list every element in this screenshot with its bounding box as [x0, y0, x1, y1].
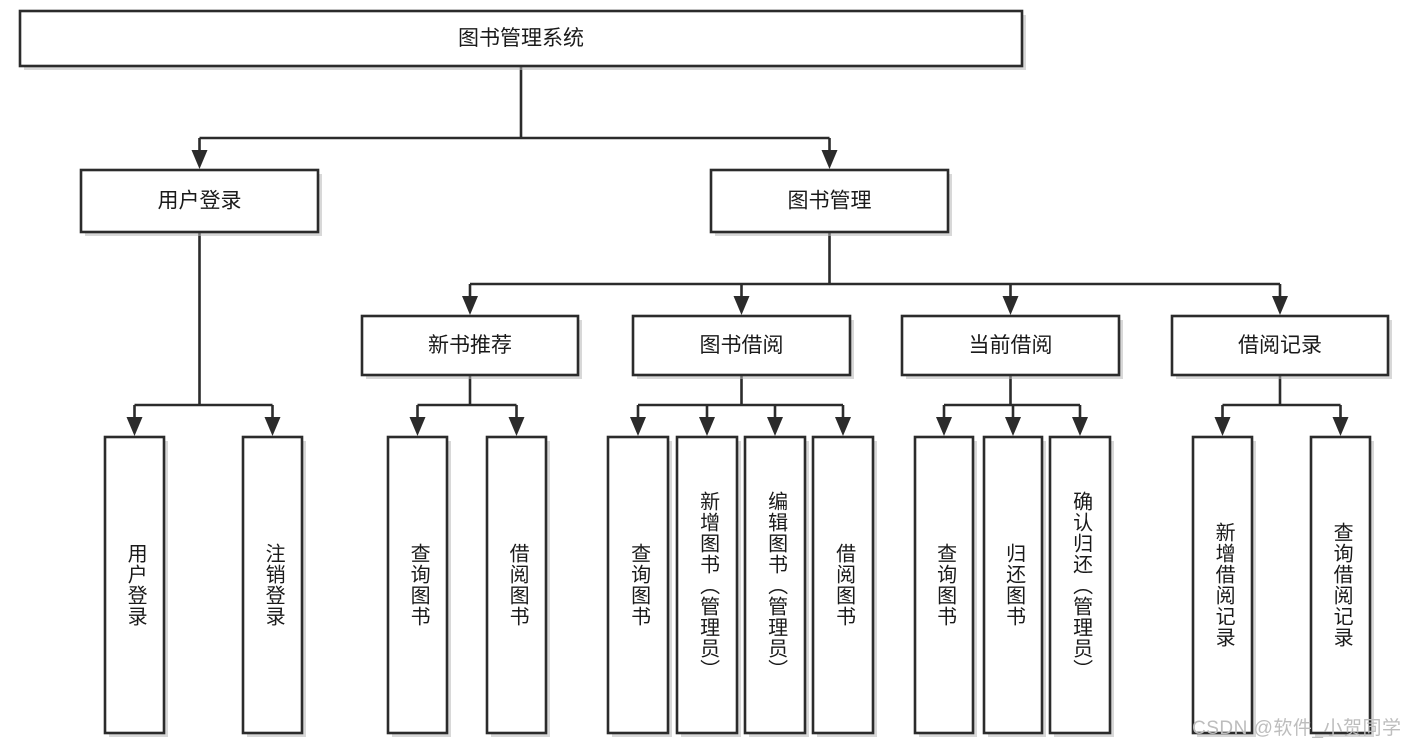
node-box-l3-2[interactable]: [900, 314, 1121, 377]
node-label-l3-0: 新书推荐: [428, 334, 512, 357]
node-box-leaf-7[interactable]: [811, 435, 875, 735]
node-box-leaf-8[interactable]: [913, 435, 975, 735]
node-label-l2-1: 图书管理: [788, 190, 872, 213]
node-label-l3-1: 图书借阅: [700, 334, 784, 357]
node-box-leaf-9[interactable]: [982, 435, 1044, 735]
connector-layer: [126, 66, 1349, 436]
csdn-watermark: CSDN @软件_小贺同学: [1192, 718, 1402, 739]
node-label-root: 图书管理系统: [458, 27, 584, 50]
node-box-l3-1[interactable]: [631, 314, 852, 377]
node-box-leaf-0[interactable]: [103, 435, 166, 735]
node-box-root[interactable]: [18, 9, 1024, 68]
node-box-l3-0[interactable]: [360, 314, 580, 377]
node-box-leaf-4[interactable]: [606, 435, 670, 735]
node-box-leaf-11[interactable]: [1191, 435, 1254, 735]
node-label-l2-0: 用户登录: [158, 190, 242, 213]
node-box-leaf-6[interactable]: [743, 435, 807, 735]
node-box-leaf-5[interactable]: [675, 435, 739, 735]
node-box-l2-0[interactable]: [79, 168, 320, 234]
node-box-leaf-3[interactable]: [485, 435, 548, 735]
node-box-leaf-2[interactable]: [386, 435, 449, 735]
node-box-leaf-12[interactable]: [1309, 435, 1372, 735]
node-box-leaf-1[interactable]: [241, 435, 304, 735]
node-box-l2-1[interactable]: [709, 168, 950, 234]
node-label-l3-3: 借阅记录: [1238, 334, 1322, 357]
node-box-l3-3[interactable]: [1170, 314, 1390, 377]
node-box-leaf-10[interactable]: [1048, 435, 1112, 735]
node-label-l3-2: 当前借阅: [969, 334, 1053, 357]
